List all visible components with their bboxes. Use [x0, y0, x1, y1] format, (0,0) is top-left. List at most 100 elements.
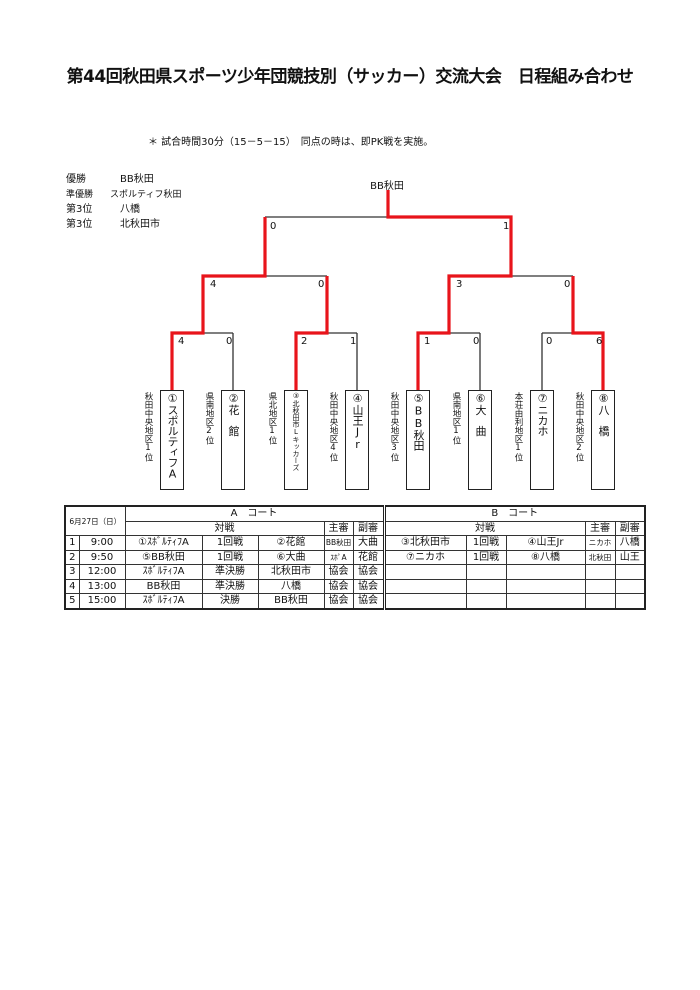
row-number: 1	[64, 535, 80, 551]
score: 4	[178, 336, 185, 347]
champion-label: BB秋田	[370, 181, 404, 192]
score: 3	[456, 279, 463, 290]
court-a-team-1: ｽﾎﾞﾙﾃｨﾌA	[124, 564, 203, 580]
schedule-table: 6月27日（日） A コート B コート 対戦 主審 副審 対戦 主審 副審 1…	[64, 505, 646, 610]
court-a-team-1: ｽﾎﾞﾙﾃｨﾌA	[124, 593, 203, 609]
team-district: 秋田中央地区2位	[574, 392, 584, 462]
referee-header: 主審	[323, 520, 354, 536]
team-box: ⑦ニカホ	[530, 390, 554, 490]
score: 0	[564, 279, 571, 290]
court-a-round: 1回戦	[201, 535, 259, 551]
court-b-team-1	[382, 564, 467, 580]
result-team: スポルティフ秋田	[110, 190, 182, 200]
rules-note: ＊ 試合時間30分（15－5－15） 同点の時は、即PK戦を実施。	[148, 137, 434, 148]
assistant-header: 副審	[614, 520, 646, 536]
score: 0	[473, 336, 480, 347]
score: 0	[318, 279, 325, 290]
result-team: 北秋田市	[120, 219, 160, 230]
result-team: BB秋田	[120, 174, 154, 185]
team-box: ⑧八 橋	[591, 390, 615, 490]
bracket-winner-lines	[170, 190, 605, 390]
score: 0	[546, 336, 553, 347]
result-label: 優勝	[66, 174, 86, 185]
court-a-referee: 協会	[323, 593, 354, 609]
row-number: 2	[64, 549, 80, 565]
court-b-team-1	[382, 593, 467, 609]
court-b-referee	[584, 593, 616, 609]
court-b-team-2: ④山王Jr	[505, 535, 586, 551]
result-team: 八橋	[120, 204, 140, 215]
result-label: 第3位	[66, 204, 93, 215]
court-b-team-2	[505, 578, 586, 594]
court-b-assistant: 八橋	[614, 535, 646, 551]
court-b-referee	[584, 578, 616, 594]
court-b-team-1	[382, 578, 467, 594]
court-b-team-2	[505, 593, 586, 609]
score: 4	[210, 279, 217, 290]
court-a-team-2: ②花館	[257, 535, 325, 551]
team-district: 秋田中央地区4位	[328, 392, 338, 462]
team-district: 秋田中央地区3位	[389, 392, 399, 462]
row-number: 4	[64, 578, 80, 594]
court-b-team-1: ⑦ニカホ	[382, 549, 467, 565]
match-header: 対戦	[124, 520, 325, 536]
row-number: 5	[64, 593, 80, 609]
score: 1	[424, 336, 431, 347]
court-b-round	[465, 564, 507, 580]
score: 1	[350, 336, 357, 347]
court-a-round: 決勝	[201, 593, 259, 609]
score: 2	[301, 336, 308, 347]
court-b-assistant	[614, 564, 646, 580]
score: 0	[226, 336, 233, 347]
team-district: 県南地区1位	[451, 392, 461, 445]
court-a-assistant: 花館	[352, 549, 385, 565]
court-a-round: 準決勝	[201, 578, 259, 594]
court-b-referee: 北秋田	[584, 549, 616, 565]
bracket-lines	[170, 190, 605, 390]
court-b-header: B コート	[382, 505, 646, 522]
match-time: 9:50	[78, 549, 126, 565]
team-district: 県北地区1位	[267, 392, 277, 445]
court-a-team-2: 北秋田市	[257, 564, 325, 580]
result-label: 第3位	[66, 219, 93, 230]
page-title: 第44回秋田県スポーツ少年団競技別（サッカー）交流大会 日程組み合わせ	[66, 67, 634, 87]
court-b-assistant	[614, 578, 646, 594]
court-a-referee: 協会	[323, 564, 354, 580]
court-a-assistant: 協会	[352, 564, 385, 580]
court-a-assistant: 協会	[352, 593, 385, 609]
match-time: 12:00	[78, 564, 126, 580]
court-a-team-1: ①ｽﾎﾞﾙﾃｨﾌA	[124, 535, 203, 551]
score: 6	[596, 336, 603, 347]
result-label: 準優勝	[66, 190, 94, 200]
referee-header: 主審	[584, 520, 616, 536]
court-a-team-1: BB秋田	[124, 578, 203, 594]
match-time: 13:00	[78, 578, 126, 594]
score: 1	[503, 221, 510, 232]
court-b-team-1: ③北秋田市	[382, 535, 467, 551]
court-b-referee: ニカホ	[584, 535, 616, 551]
court-a-round: 1回戦	[201, 549, 259, 565]
court-a-team-2: ⑥大曲	[257, 549, 325, 565]
court-b-round	[465, 578, 507, 594]
match-header: 対戦	[382, 520, 586, 536]
court-a-round: 準決勝	[201, 564, 259, 580]
team-box: ⑥大 曲	[468, 390, 492, 490]
team-box: ③北秋田市Lキッカーズ	[284, 390, 308, 490]
court-b-referee	[584, 564, 616, 580]
court-a-assistant: 協会	[352, 578, 385, 594]
team-district: 本荘由利地区1位	[513, 392, 523, 462]
court-b-team-2: ⑧八橋	[505, 549, 586, 565]
team-box: ②花 館	[221, 390, 245, 490]
team-box: ④山王Jr	[345, 390, 369, 490]
team-district: 秋田中央地区1位	[143, 392, 153, 462]
court-a-assistant: 大曲	[352, 535, 385, 551]
court-a-referee: BB秋田	[323, 535, 354, 551]
court-b-round: 1回戦	[465, 535, 507, 551]
court-a-header: A コート	[124, 505, 385, 522]
court-a-team-1: ⑤BB秋田	[124, 549, 203, 565]
team-box: ①スポルティフA	[160, 390, 184, 490]
